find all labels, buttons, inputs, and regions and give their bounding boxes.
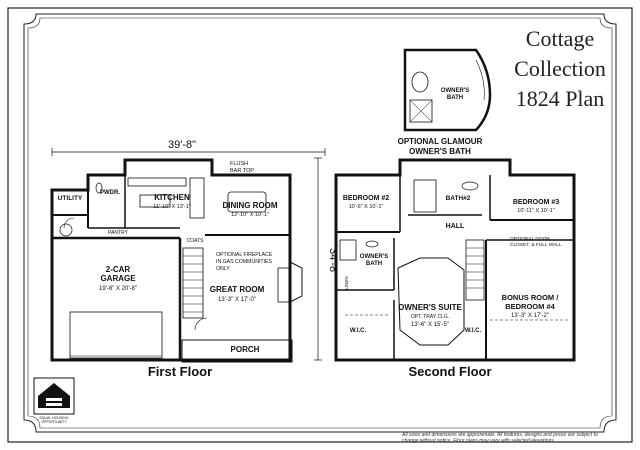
room-garage-1: 2-CAR [106,265,131,274]
room-bonus-2: BEDROOM #4 [505,302,555,311]
flush-bar-top-1: FLUSH [230,161,248,167]
room-great-room: GREAT ROOM [210,285,265,294]
inset-owners-bath-2: BATH [447,95,463,101]
inset-owners-bath-1: OWNER'S [441,88,469,94]
room-kitchen-dim: 11'-10" X 13'-1" [153,204,190,210]
room-great-room-dim: 13'-3" X 17'-0" [218,297,256,303]
room-wic-right: W.I.C. [465,328,482,334]
decorative-border [7,7,633,443]
room-utility: UTILITY [58,195,83,202]
room-owners-suite: OWNER'S SUITE [398,303,462,312]
room-kitchen: KITCHEN [154,193,190,202]
plan-title-line1: Cottage [526,26,594,51]
first-floor-plan [50,148,326,363]
optional-door-note-2: CLOSET, & FULL WALL [510,242,562,248]
room-dining: DINING ROOM [222,201,277,210]
room-hall: HALL [446,223,465,230]
second-floor-plan [334,158,576,362]
room-bedroom2: BEDROOM #2 [343,195,389,202]
room-bonus-dim: 13'-3" X 17'-2" [511,313,549,319]
second-floor-caption: Second Floor [408,364,491,379]
room-owners-bath-1: OWNER'S [360,254,388,260]
room-wic-left: W.I.C. [350,328,367,334]
room-trey-ceiling: OPT. TRAY CLG. [411,314,449,320]
room-garage-2: GARAGE [100,274,136,283]
room-bedroom3-dim: 10'-11" X 10'-1" [517,208,554,214]
fireplace-note-3: ONLY [216,266,230,272]
flush-bar-top-2: BAR TOP [230,168,254,174]
optional-bath-label-1: OPTIONAL GLAMOUR [398,137,483,146]
room-porch: PORCH [231,345,260,354]
room-linen: LINEN [344,276,349,289]
equal-housing-logo [33,377,75,415]
room-bonus-1: BONUS ROOM / [502,293,560,302]
plan-title-line2: Collection [514,56,606,81]
room-pantry: PANTRY [108,230,128,236]
room-bedroom3: BEDROOM #3 [513,199,559,206]
room-owners-bath-2: BATH [366,261,382,267]
optional-door-note-1: OPTIONAL DOOR, [510,236,551,242]
room-garage-dim: 19'-8" X 20'-8" [99,286,137,292]
room-bath2: BATH#2 [446,195,471,202]
room-coats: COATS [187,238,205,244]
plan-title-line3: 1824 Plan [516,86,605,111]
width-dimension: 39'-8" [168,139,196,151]
optional-bath-label-2: OWNER'S BATH [409,147,471,156]
room-dining-dim: 12'-10" X 10'-1" [231,212,269,218]
room-owners-suite-dim: 13'-6" X 15'-5" [411,322,449,328]
fireplace-note-2: IN GAS COMMUNITIES [216,259,272,265]
disclaimer-text: All sizes and dimensions are approximate… [402,432,598,444]
room-pwdr: PWDR. [100,190,120,196]
equal-housing-text-1: EQUAL HOUSING [39,416,68,420]
room-bedroom2-dim: 10'-6" X 10'-1" [349,204,384,210]
fireplace-note-1: OPTIONAL FIREPLACE [216,252,273,258]
first-floor-caption: First Floor [148,364,212,379]
optional-bath-inset [403,48,492,132]
equal-housing-text-2: OPPORTUNITY [41,420,67,424]
